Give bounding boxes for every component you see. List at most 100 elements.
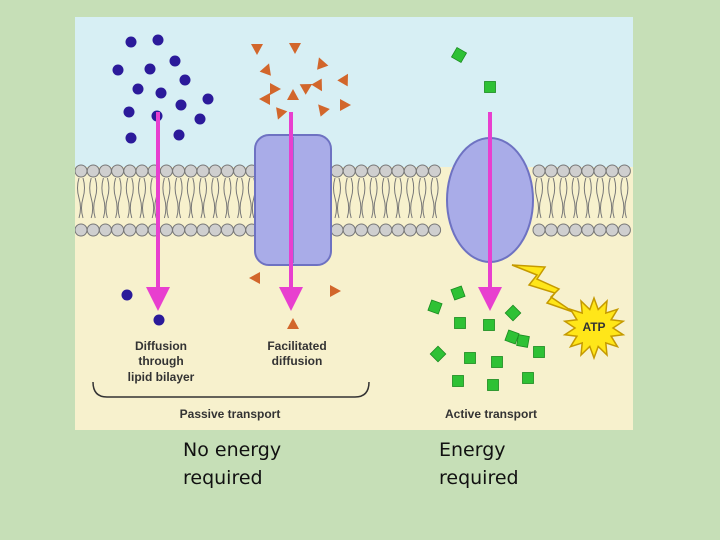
active-transport-molecule [427, 299, 443, 315]
lipid-tail [223, 177, 228, 219]
lipid-head [159, 223, 173, 237]
solute-molecule [179, 74, 191, 86]
active-transport-molecule [533, 346, 545, 358]
lipid-tail [117, 177, 122, 219]
lipid-head [544, 223, 558, 237]
lipid-tail [166, 177, 171, 219]
lipid-head [415, 164, 429, 178]
lipid-tail [345, 177, 350, 219]
ion-molecule [299, 84, 313, 95]
lipid-head [111, 223, 125, 237]
lipid-head [415, 223, 429, 237]
lipid-tail [361, 177, 366, 219]
lipid-head [569, 164, 583, 178]
ion-molecule [259, 93, 270, 105]
molecules [112, 34, 545, 391]
lipid-head [135, 164, 149, 178]
lipid-head [532, 223, 546, 237]
lipid-head [98, 223, 112, 237]
lipid-head [184, 164, 198, 178]
lipid-head [379, 164, 393, 178]
lipid-head [532, 164, 546, 178]
lipid-head [379, 223, 393, 237]
lipid-tail [612, 177, 617, 219]
active-transport-molecule [504, 304, 522, 322]
lipid-head [123, 164, 137, 178]
lipid-tail [571, 177, 576, 219]
lipid-tail [385, 177, 390, 219]
solute-molecule [144, 63, 156, 75]
lipid-tail [620, 177, 625, 219]
active-transport-molecule [464, 352, 476, 364]
lipid-head [342, 164, 356, 178]
lipid-head [593, 164, 607, 178]
solute-molecule [194, 113, 206, 125]
active-transport-molecule [484, 81, 496, 93]
lipid-tail [125, 177, 130, 219]
lipid-tail [211, 177, 216, 219]
lipid-head [617, 223, 631, 237]
lipid-head [196, 223, 210, 237]
lipid-head [233, 164, 247, 178]
lipid-head [367, 223, 381, 237]
lipid-head [605, 164, 619, 178]
ion-molecule [289, 43, 301, 54]
lipid-head [428, 164, 442, 178]
svg-text:Diffusion: Diffusion [135, 339, 187, 353]
solute-molecule [173, 129, 185, 141]
lipid-tail [162, 177, 167, 219]
active-transport-molecule [504, 329, 520, 345]
active-transport-molecule [487, 379, 499, 391]
extracellular-region [75, 17, 633, 167]
lipid-head [111, 164, 125, 178]
solute-molecule [125, 36, 137, 48]
lipid-head [159, 164, 173, 178]
lipid-head [86, 223, 100, 237]
lipid-head [556, 223, 570, 237]
lipid-tail [608, 177, 613, 219]
lipid-tail [563, 177, 568, 219]
lipid-tail [583, 177, 588, 219]
lipid-tail [575, 177, 580, 219]
active-transport-molecule [516, 334, 530, 348]
lipid-tail [394, 177, 398, 219]
lipid-tail [596, 177, 600, 219]
lipid-tail [81, 177, 85, 219]
lipid-head [342, 223, 356, 237]
lipid-head [220, 223, 234, 237]
lipid-head [98, 164, 112, 178]
lipid-head [196, 164, 210, 178]
lipid-head [569, 223, 583, 237]
solute-molecule [152, 34, 164, 46]
ion-molecule [330, 285, 341, 297]
lipid-head [233, 223, 247, 237]
lipid-tail [178, 177, 183, 219]
lipid-tail [369, 177, 374, 219]
active-transport-molecule [491, 356, 503, 368]
lipid-tail [406, 177, 411, 219]
lipid-tail [373, 177, 378, 219]
solute-molecule [112, 64, 124, 76]
lipid-tail [186, 177, 191, 219]
lipid-tail [410, 177, 415, 219]
solute-molecule [123, 106, 135, 118]
active-transport-molecule [450, 46, 468, 64]
lipid-head [428, 223, 442, 237]
solute-molecule [169, 55, 181, 67]
lipid-tail [587, 177, 592, 219]
ion-molecule [317, 57, 329, 70]
facilitated-diffusion-label: Facilitated diffusion [267, 339, 326, 368]
svg-text:lipid bilayer: lipid bilayer [128, 370, 195, 384]
lipid-tail [77, 177, 81, 219]
solute-molecule [132, 83, 144, 95]
lipid-head [581, 223, 595, 237]
lipid-head [75, 164, 88, 178]
active-transport-molecule [454, 317, 466, 329]
lipid-tail [333, 177, 337, 219]
lipid-head [354, 223, 368, 237]
lipid-head [391, 223, 405, 237]
lipid-tail [93, 177, 98, 219]
atp-burst-icon [562, 295, 626, 361]
svg-text:diffusion: diffusion [272, 354, 323, 368]
solute-molecule [202, 93, 214, 105]
